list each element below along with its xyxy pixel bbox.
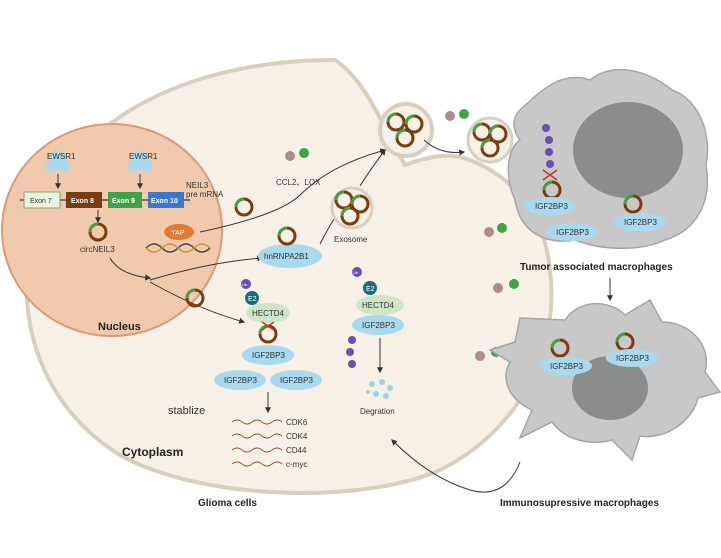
hectd4-right bbox=[356, 295, 404, 315]
exosome-label: Exosome bbox=[334, 235, 368, 244]
e2-left-label: E2 bbox=[248, 296, 257, 303]
exosome bbox=[330, 186, 374, 230]
ub-left-label: Ub bbox=[242, 282, 248, 287]
ub-right-label: Ub bbox=[353, 270, 359, 275]
target-gene-3: CD44 bbox=[286, 446, 307, 455]
ewsr1-protein-left bbox=[46, 151, 70, 172]
neil3-label: NEIL3 bbox=[186, 181, 209, 190]
hnrnpa2b1-label: hnRNPA2B1 bbox=[264, 252, 309, 261]
igf2bp3-imm-2-label: IGF2BP3 bbox=[616, 354, 649, 363]
exon-7-label: Exon 7 bbox=[30, 198, 52, 205]
degradation-fragments bbox=[366, 379, 393, 399]
nucleus-title: Nucleus bbox=[98, 321, 141, 333]
igf2bp3-left-b bbox=[270, 370, 322, 390]
igf2bp3-tam-3-label: IGF2BP3 bbox=[624, 218, 657, 227]
ub-chain-right bbox=[346, 336, 356, 368]
cytoplasm-title: Cytoplasm bbox=[122, 445, 183, 459]
pre-mrna-label: pre mRNA bbox=[186, 190, 224, 199]
igf2bp3-tam-2 bbox=[546, 223, 598, 241]
degradation-label: Degration bbox=[360, 407, 395, 416]
igf2bp3-left-a bbox=[214, 370, 266, 390]
hnrnpa2b1-protein bbox=[258, 244, 322, 268]
target-gene-1: CDK6 bbox=[286, 418, 308, 427]
ewsr1-label-left: EWSR1 bbox=[47, 152, 76, 161]
yap-protein bbox=[164, 224, 194, 240]
nucleus bbox=[1, 123, 223, 337]
released-exosome bbox=[466, 116, 514, 164]
igf2bp3-left-b-label: IGF2BP3 bbox=[280, 376, 313, 385]
igf2bp3-right-label: IGF2BP3 bbox=[362, 321, 395, 330]
target-gene-2: CDK4 bbox=[286, 432, 308, 441]
igf2bp3-tam-1 bbox=[524, 197, 576, 215]
exon-8 bbox=[66, 192, 102, 208]
hectd4-right-label: HECTD4 bbox=[362, 301, 395, 310]
ub-chain-tam bbox=[542, 124, 554, 168]
ewsr1-protein-right bbox=[128, 151, 152, 172]
exon-9-label: Exon 9 bbox=[112, 198, 135, 205]
immunosuppressive-title: Immunosupressive macrophages bbox=[500, 498, 659, 509]
hectd4-left-label: HECTD4 bbox=[252, 309, 285, 318]
target-gene-4: c-myc bbox=[286, 460, 307, 469]
igf2bp3-imm-2 bbox=[606, 349, 658, 367]
igf2bp3-tam-1-label: IGF2BP3 bbox=[535, 202, 568, 211]
circneil3-label: circNEIL3 bbox=[80, 245, 115, 254]
dna-helix bbox=[145, 243, 211, 253]
exon-9 bbox=[108, 192, 142, 208]
glioma-title: Glioma cells bbox=[198, 498, 257, 509]
igf2bp3-tam-2-label: IGF2BP3 bbox=[556, 228, 589, 237]
exon-7 bbox=[23, 191, 61, 209]
e2-right-label: E2 bbox=[366, 286, 375, 293]
stabilize-label: stablize bbox=[168, 405, 205, 417]
budding-exosome bbox=[378, 102, 434, 158]
ewsr1-label-right: EWSR1 bbox=[129, 152, 158, 161]
igf2bp3-left-a-label: IGF2BP3 bbox=[224, 376, 257, 385]
igf2bp3-tam-3 bbox=[614, 213, 666, 231]
igf2bp3-imm-1-label: IGF2BP3 bbox=[550, 362, 583, 371]
tam-title: Tumor associated macrophages bbox=[520, 262, 673, 273]
igf2bp3-imm-1 bbox=[540, 357, 592, 375]
igf2bp3-left-top-label: IGF2BP3 bbox=[252, 351, 285, 360]
ccl2-lox-label: CCL2、LOX bbox=[276, 178, 321, 187]
exon-10-label: Exon 10 bbox=[151, 198, 178, 205]
exon-10 bbox=[148, 192, 184, 208]
hectd4-left bbox=[246, 303, 290, 323]
ub-left bbox=[241, 279, 251, 289]
target-genes bbox=[231, 419, 283, 467]
igf2bp3-left-top bbox=[242, 345, 294, 365]
yap-label: YAP bbox=[171, 230, 185, 237]
exon-8-label: Exon 8 bbox=[71, 198, 94, 205]
igf2bp3-right bbox=[352, 315, 404, 335]
